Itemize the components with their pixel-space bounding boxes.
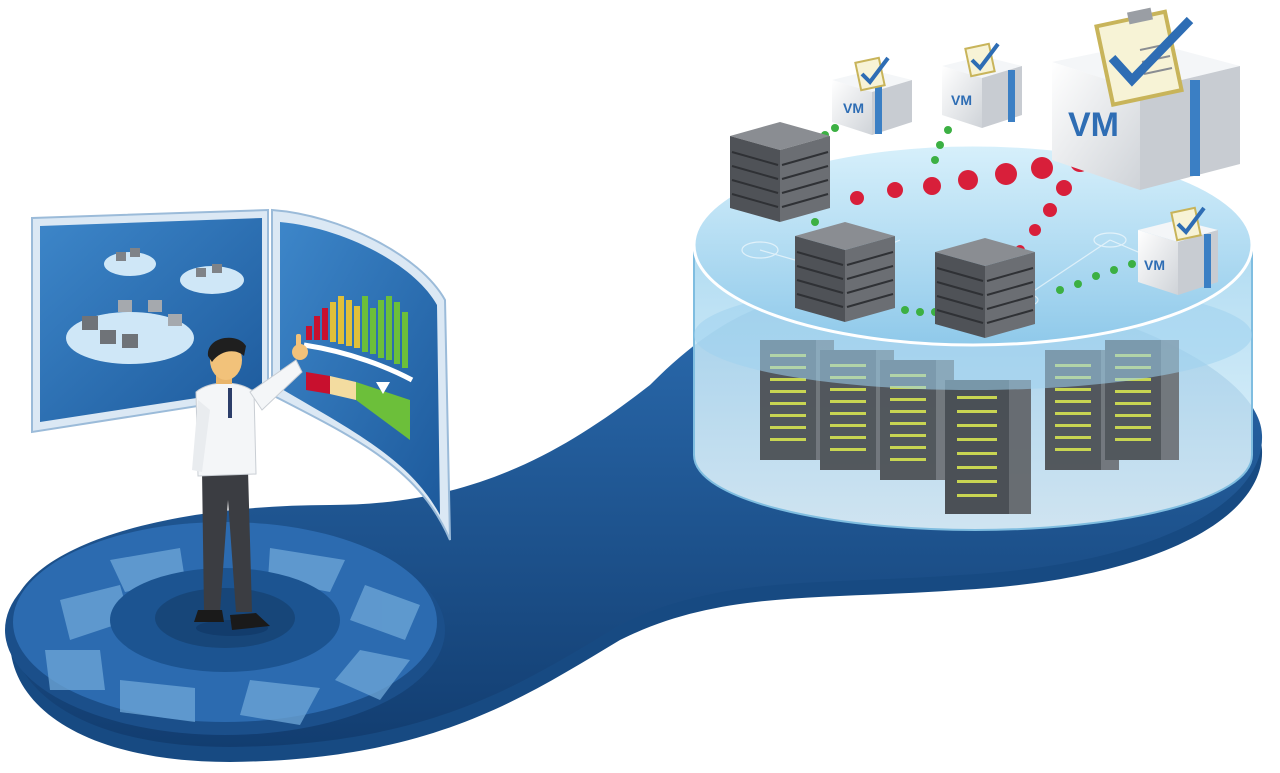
- vm-package-icon: VM: [1052, 7, 1240, 190]
- vm-label: VM: [843, 100, 864, 116]
- person-icon: [192, 334, 308, 636]
- checklist-clipboard-icon: [1094, 7, 1194, 107]
- checklist-clipboard-icon: [964, 42, 1000, 78]
- server-rack-icon: [794, 221, 896, 323]
- server-rack-icon: [729, 121, 831, 223]
- vm-label: VM: [1068, 106, 1119, 144]
- vm-label: VM: [951, 92, 972, 108]
- vm-package-icon: VM: [832, 56, 912, 135]
- server-tower-group: [760, 340, 1179, 514]
- vm-label: VM: [1144, 257, 1165, 273]
- bar-chart-graphic: [303, 296, 414, 440]
- mini-pool-icon: [66, 248, 244, 364]
- vm-package-icon: VM: [1138, 206, 1218, 295]
- server-rack-icon: [934, 237, 1036, 339]
- checklist-clipboard-icon: [1170, 206, 1206, 242]
- checklist-clipboard-icon: [854, 56, 890, 92]
- vm-package-icon: VM: [942, 42, 1022, 128]
- dashboard-screen-icon: [31, 208, 451, 541]
